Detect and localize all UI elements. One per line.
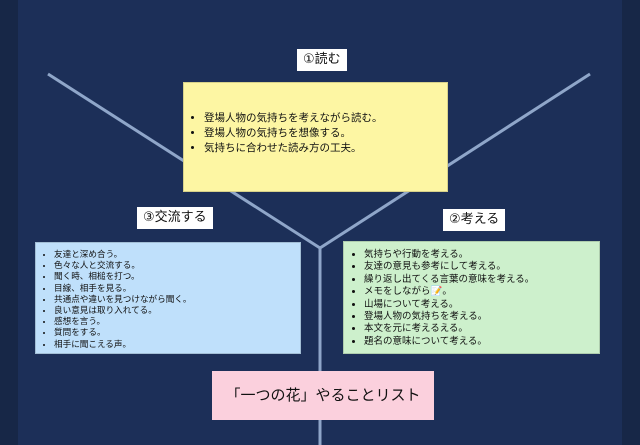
exchange-item: 友達と深め合う。	[54, 250, 296, 261]
read-list: 登場人物の気持ちを考えながら読む。 登場人物の気持ちを想像する。 気持ちに合わせ…	[184, 111, 441, 156]
think-item: 登場人物の気持ちを考える。	[364, 311, 595, 323]
exchange-item: 感想を言う。	[54, 317, 296, 328]
section-label-read: ①読む	[297, 49, 347, 71]
exchange-item: 良い意見は取り入れてる。	[54, 306, 296, 317]
think-item: 友達の意見も参考にして考える。	[364, 261, 595, 273]
think-box: 気持ちや行動を考える。 友達の意見も参考にして考える。 繰り返し出てくる言葉の意…	[343, 241, 600, 354]
read-item: 登場人物の気持ちを想像する。	[204, 126, 441, 141]
section-label-think: ②考える	[443, 209, 506, 231]
list-title-box: 「一つの花」やることリスト	[212, 371, 434, 420]
think-item: 題名の意味について考える。	[364, 336, 595, 348]
exchange-list: 友達と深め合う。 色々な人と交流する。 聞く時、相槌を打つ。 目線、相手を見る。…	[36, 250, 296, 351]
exchange-item: 共通点や違いを見つけながら聞く。	[54, 295, 296, 306]
exchange-item: 目線、相手を見る。	[54, 284, 296, 295]
exchange-item: 質問をする。	[54, 328, 296, 339]
read-item: 登場人物の気持ちを考えながら読む。	[204, 111, 441, 126]
think-item: メモをしながら📝。	[364, 286, 595, 298]
left-edge-band	[0, 0, 18, 445]
exchange-item: 色々な人と交流する。	[54, 261, 296, 272]
exchange-item: 聞く時、相槌を打つ。	[54, 272, 296, 283]
right-edge-band	[622, 0, 640, 445]
think-list: 気持ちや行動を考える。 友達の意見も参考にして考える。 繰り返し出てくる言葉の意…	[344, 249, 595, 348]
section-label-exchange: ③交流する	[137, 207, 213, 229]
exchange-box: 友達と深め合う。 色々な人と交流する。 聞く時、相槌を打つ。 目線、相手を見る。…	[35, 242, 301, 354]
think-item: 山場について考える。	[364, 299, 595, 311]
y-line-right-arm	[319, 72, 591, 250]
think-item: 本文を元に考えるえる。	[364, 323, 595, 335]
think-item: 気持ちや行動を考える。	[364, 249, 595, 261]
think-item: 繰り返し出てくる言葉の意味を考える。	[364, 274, 595, 286]
read-box: 登場人物の気持ちを考えながら読む。 登場人物の気持ちを想像する。 気持ちに合わせ…	[183, 82, 448, 192]
exchange-item: 相手に聞こえる声。	[54, 340, 296, 351]
read-item: 気持ちに合わせた読み方の工夫。	[204, 141, 441, 156]
